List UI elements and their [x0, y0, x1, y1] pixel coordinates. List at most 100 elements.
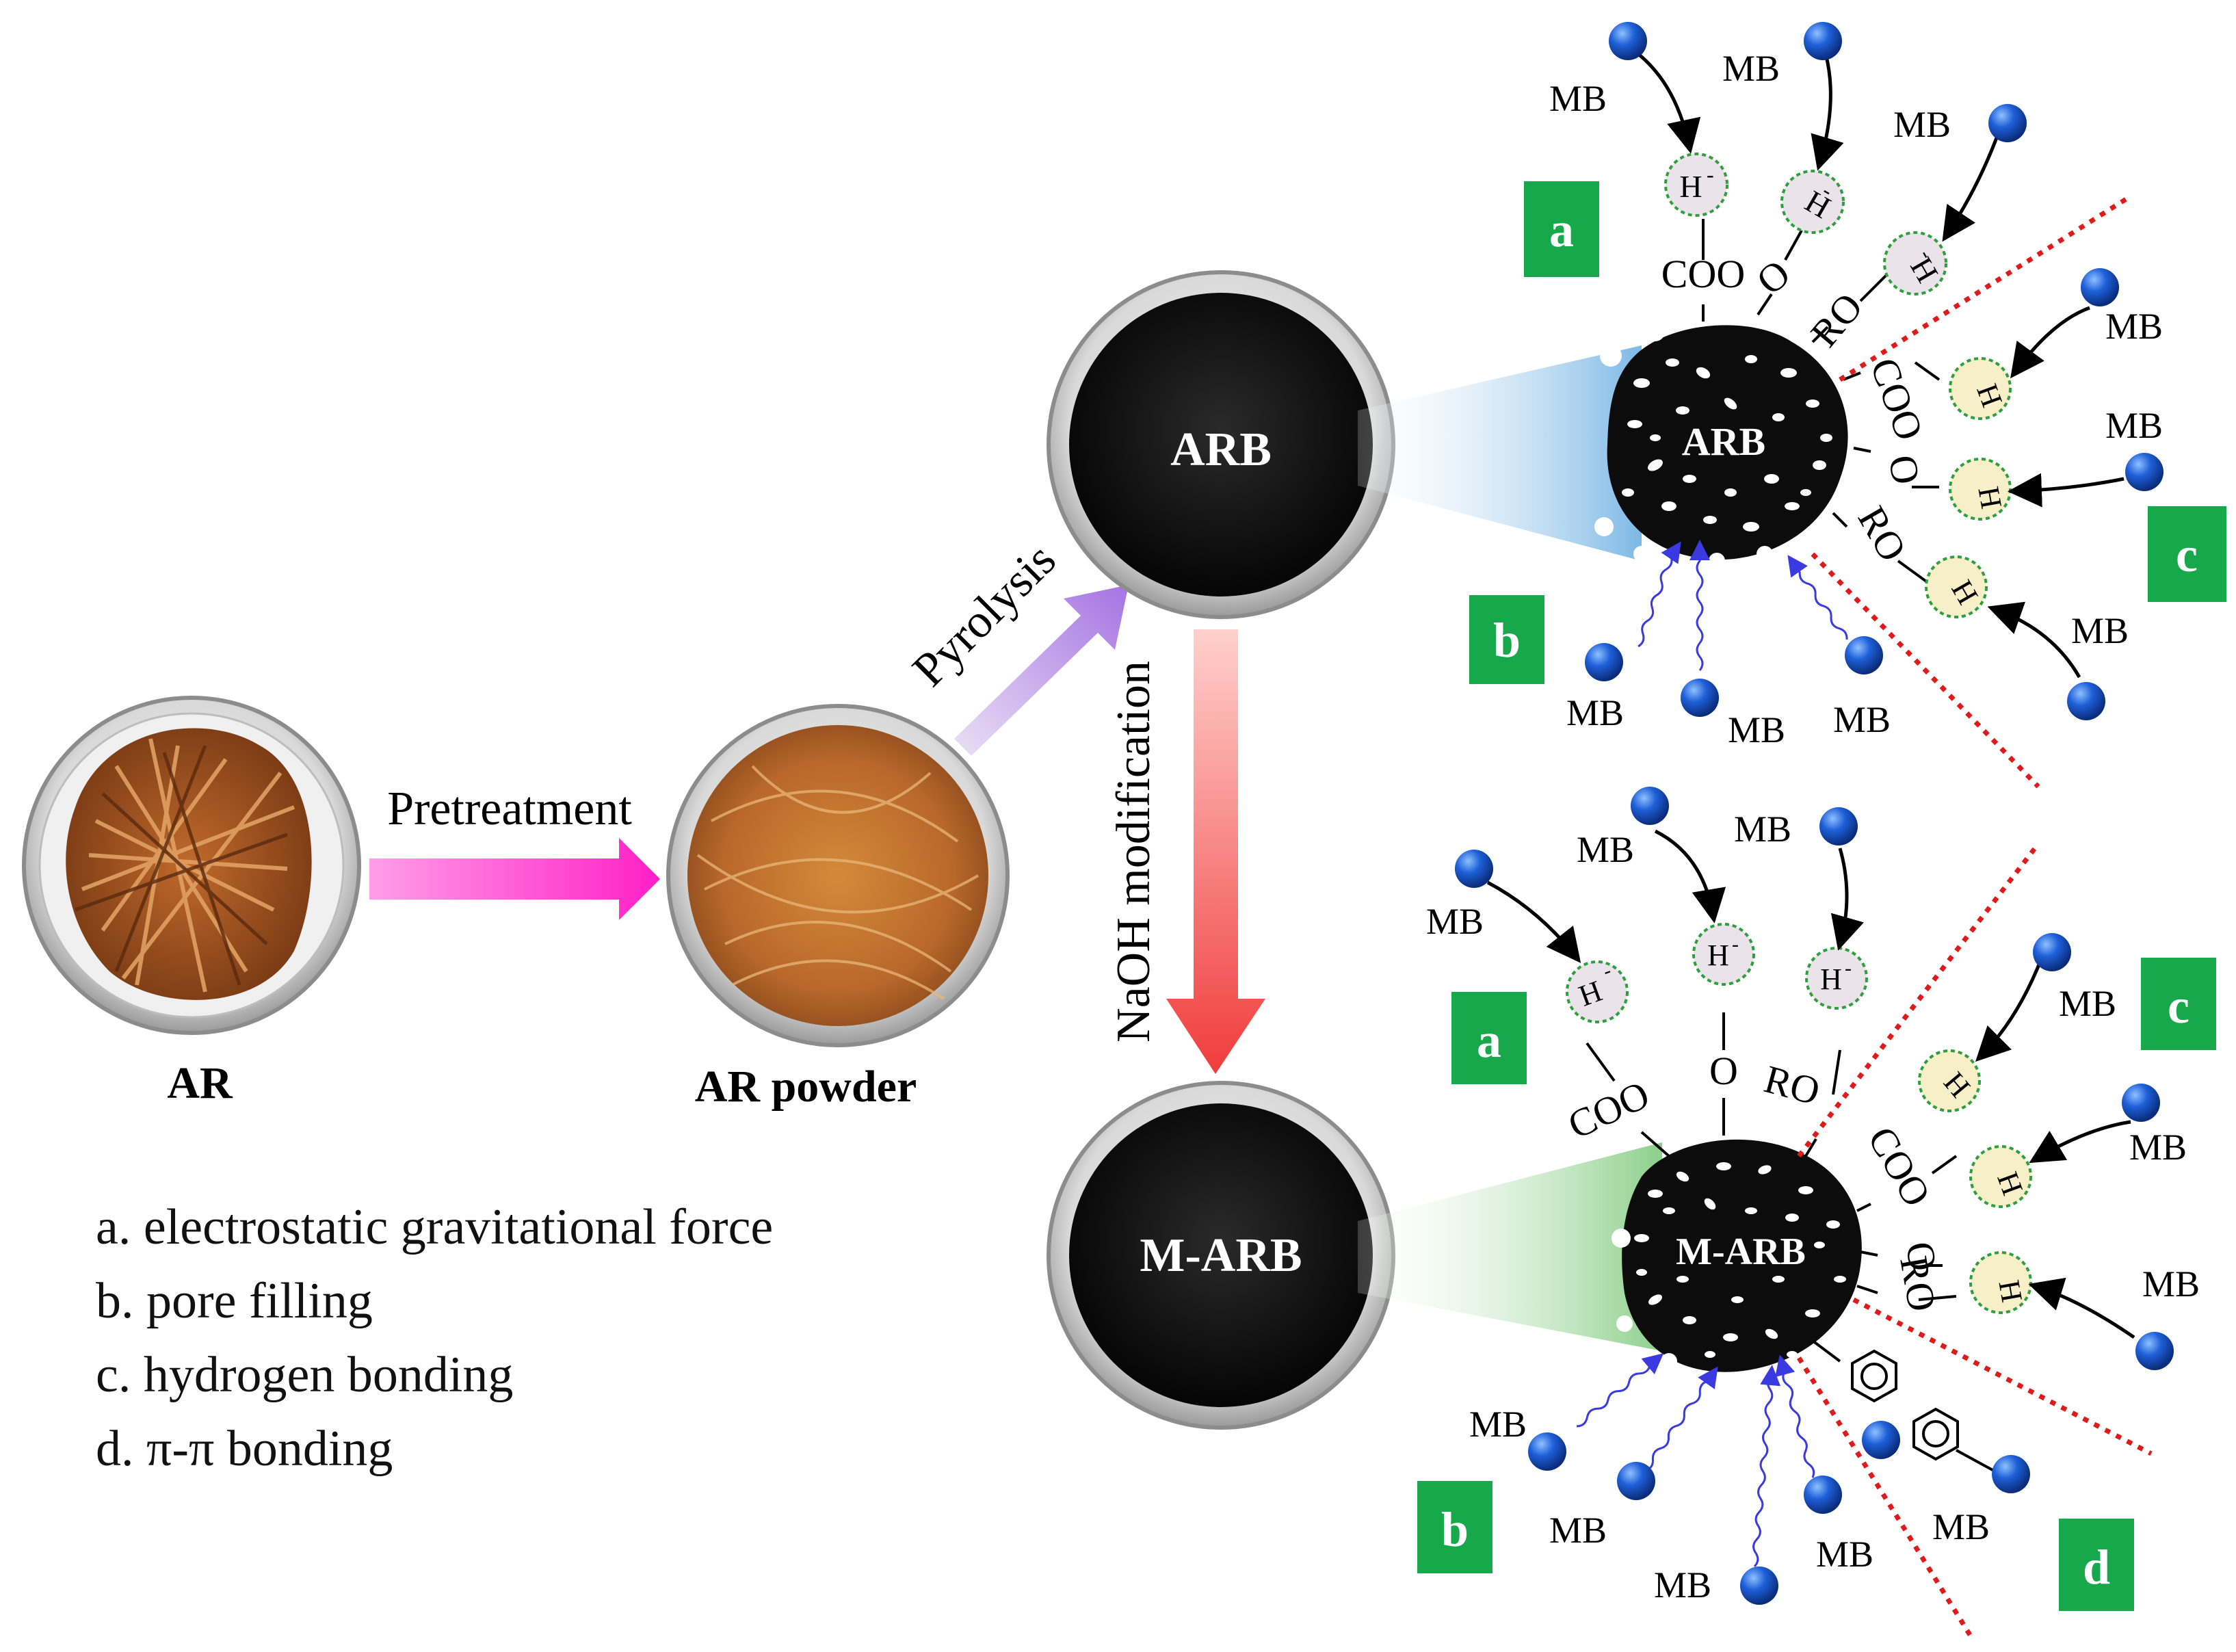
- mb-sphere: [1819, 807, 1858, 845]
- arb-zoom-cone: [1358, 345, 1642, 561]
- marb-minus-2: -: [1732, 933, 1739, 956]
- arb-bonds: [1702, 219, 1941, 590]
- mb-label: MB: [1833, 699, 1891, 740]
- marb-mechanism-box-b: b: [1417, 1481, 1492, 1573]
- marb-mechanism-box-c: c: [2141, 958, 2216, 1050]
- mb-sphere: [1585, 643, 1623, 681]
- marb-minus-3: -: [1845, 957, 1852, 980]
- mb-label: MB: [1932, 1506, 1990, 1547]
- mb-label: MB: [2071, 610, 2129, 651]
- mb-sphere: [2125, 453, 2163, 491]
- arb-o-group-2: O: [1880, 451, 1929, 488]
- marb-mechanism-box-a: a: [1451, 992, 1527, 1084]
- box-d-label: d: [2083, 1540, 2110, 1595]
- marb-particle-label: M-ARB: [1676, 1231, 1806, 1273]
- arb-mechanism-box-c: c: [2148, 506, 2226, 602]
- arb-dish: [1047, 270, 1395, 619]
- marb-functional-groups: COO O RO COO O RO: [1562, 1049, 1946, 1315]
- marb-hbond-arrows: [1486, 829, 2135, 1339]
- mb-sphere: [1845, 636, 1883, 674]
- marb-dish: [1047, 1081, 1395, 1430]
- mb-sphere: [1804, 1476, 1842, 1514]
- mb-label: MB: [1654, 1564, 1711, 1605]
- mb-label: MB: [2105, 306, 2163, 347]
- mb-sphere: [2067, 682, 2105, 720]
- marb-region-dividers: [1797, 846, 2153, 1636]
- mb-label: MB: [1816, 1534, 1873, 1575]
- mb-sphere: [2081, 268, 2119, 306]
- mb-sphere: [1988, 104, 2027, 142]
- marb-h-minus-sites: H - H - H -: [1566, 923, 1868, 1023]
- legend-item-c: c. hydrogen bonding: [96, 1347, 514, 1403]
- mb-sphere: [1609, 22, 1647, 60]
- mb-sphere: [1528, 1432, 1566, 1471]
- naoh-modification-arrow: [1166, 629, 1265, 1074]
- marb-pore-arrows: [1576, 1353, 1815, 1568]
- marb-dish-label: M-ARB: [1140, 1229, 1302, 1282]
- arb-particle-label: ARB: [1682, 419, 1765, 464]
- arb-o-group: O: [1748, 251, 1799, 304]
- arb-ro-group-2: RO: [1850, 499, 1916, 568]
- mb-label: MB: [2105, 405, 2163, 446]
- mb-label: MB: [2059, 983, 2116, 1024]
- box-a-label: a: [1477, 1013, 1501, 1068]
- arb-h-minus-sites: H - H - H -: [1664, 153, 1947, 296]
- mb-label: MB: [2142, 1263, 2200, 1304]
- box-a-label: a: [1549, 202, 1574, 257]
- mb-sphere: [2033, 933, 2071, 971]
- mb-label: MB: [1722, 48, 1780, 89]
- marb-ro-group: RO: [1760, 1056, 1825, 1114]
- ar-powder-dish: [666, 704, 1010, 1047]
- legend-item-a: a. electrostatic gravitational force: [96, 1199, 774, 1255]
- mb-label: MB: [1549, 1510, 1607, 1551]
- pretreatment-arrow: [369, 838, 660, 920]
- mb-label: MB: [1577, 829, 1634, 870]
- marb-h-minus-2: H: [1707, 939, 1729, 972]
- marb-benzene-rings: [1811, 1339, 1995, 1472]
- mb-sphere: [2122, 1084, 2160, 1122]
- mb-sphere: [1740, 1566, 1778, 1605]
- mb-sphere: [2135, 1332, 2174, 1370]
- marb-o-group: O: [1709, 1049, 1738, 1093]
- mb-sphere: [1681, 679, 1719, 717]
- mb-label: MB: [1728, 709, 1785, 750]
- mb-label: MB: [2129, 1127, 2187, 1168]
- arb-ro-group: RO: [1802, 285, 1871, 356]
- mb-label: MB: [1893, 104, 1951, 145]
- box-c-label: c: [2168, 979, 2189, 1034]
- box-b-label: b: [1441, 1502, 1469, 1557]
- marb-h-minus-3: H: [1820, 962, 1842, 996]
- mb-label: MB: [1426, 901, 1484, 942]
- box-b-label: b: [1493, 613, 1521, 668]
- marb-particle: [1612, 1139, 1862, 1387]
- mb-sphere: [1631, 787, 1669, 825]
- mb-label: MB: [1549, 78, 1607, 119]
- arb-minus-1: -: [1707, 162, 1714, 187]
- mechanism-legend: a. electrostatic gravitational force b. …: [96, 1190, 773, 1486]
- legend-item-b: b. pore filling: [96, 1273, 373, 1329]
- box-c-label: c: [2176, 527, 2198, 582]
- marb-coo-group-2: COO: [1859, 1119, 1940, 1214]
- marb-h-sites: H H H: [1918, 1049, 2032, 1314]
- mb-sphere: [1455, 850, 1493, 888]
- arb-mb-labels: MB MB MB MB MB MB MB MB MB: [1549, 48, 2163, 750]
- arb-particle: [1594, 322, 1848, 569]
- ar-label: AR: [167, 1058, 233, 1108]
- mb-sphere: [1992, 1455, 2030, 1493]
- arb-h-sites: H H H: [1925, 357, 2012, 618]
- naoh-modification-label: NaOH modification: [1107, 661, 1160, 1043]
- mb-sphere: [1804, 22, 1842, 60]
- ar-powder-label: AR powder: [695, 1062, 917, 1112]
- marb-coo-group: COO: [1562, 1072, 1656, 1148]
- marb-mechanism-box-d: d: [2059, 1519, 2134, 1611]
- mb-sphere: [1862, 1421, 1900, 1459]
- arb-coo-group: COO: [1661, 252, 1745, 296]
- arb-mechanism-box-a: a: [1524, 181, 1599, 277]
- marb-zoom-cone: [1358, 1142, 1662, 1351]
- arb-pore-arrows: [1637, 540, 1848, 671]
- arb-h-minus-1: H: [1679, 169, 1702, 204]
- marb-bonds: [1586, 1012, 1958, 1301]
- legend-item-d: d. π-π bonding: [96, 1421, 393, 1477]
- arb-mechanism-box-b: b: [1469, 595, 1544, 684]
